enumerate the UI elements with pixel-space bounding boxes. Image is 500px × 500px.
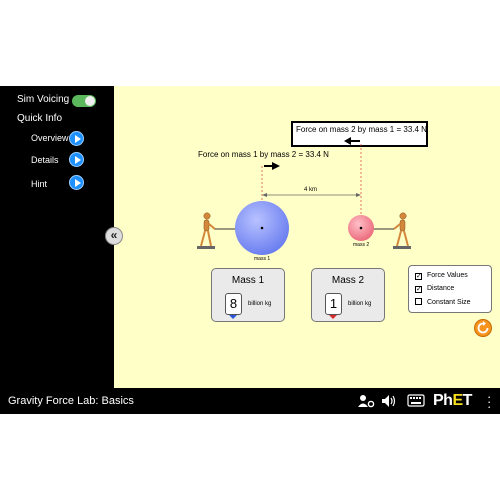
mass2-center-dot [359, 226, 363, 230]
mass1-label: mass 1 [254, 256, 271, 262]
mass2-decrement-arrow[interactable] [329, 315, 337, 319]
play-area: Force on mass 2 by mass 1 = 33.4 N Force… [114, 86, 500, 388]
distance-checkbox[interactable]: ✓ [415, 286, 422, 293]
right-puller-figure[interactable] [393, 212, 409, 247]
sim-voicing-label: Sim Voicing [17, 94, 70, 105]
sim-window: Sim Voicing Quick Info Overview Details … [0, 86, 500, 414]
distance-checkbox-row[interactable]: ✓ Distance [415, 285, 454, 293]
force-arrow-mass1-head [272, 162, 280, 170]
quick-info-heading: Quick Info [17, 113, 63, 124]
mass1-decrement-arrow[interactable] [229, 315, 237, 319]
left-puller-base [197, 246, 215, 249]
distance-arrow-left [262, 193, 267, 197]
mass1-control-panel: Mass 1 8 billion kg [211, 268, 285, 322]
constant-size-checkbox-row[interactable]: Constant Size [415, 298, 471, 306]
options-panel: ✓ Force Values ✓ Distance Constant Size [408, 265, 492, 313]
scene-svg [197, 121, 428, 255]
phet-menu-icon[interactable]: ··· [487, 389, 492, 414]
mass2-spinner-arrows [329, 294, 337, 319]
preferences-sidebar: Sim Voicing Quick Info Overview Details … [0, 86, 114, 388]
distance-checkbox-label: Distance [427, 285, 455, 292]
constant-size-label: Constant Size [427, 299, 471, 306]
force-on-mass1-text: Force on mass 1 by mass 2 = 33.4 N [198, 150, 329, 159]
details-label: Details [31, 155, 59, 165]
toggle-knob [85, 96, 95, 106]
force-values-checkbox-row[interactable]: ✓ Force Values [415, 272, 468, 280]
mass1-spinner-arrows [229, 294, 237, 319]
mass2-control-panel: Mass 2 1 billion kg [311, 268, 385, 322]
reset-icon [477, 321, 489, 334]
constant-size-checkbox[interactable] [415, 298, 422, 305]
phet-logo[interactable]: PhET [433, 392, 472, 409]
reset-all-button[interactable] [474, 319, 492, 337]
force-on-mass2-text: Force on mass 2 by mass 1 = 33.4 N [296, 125, 427, 134]
hint-label: Hint [31, 179, 48, 189]
distance-arrow-right [356, 193, 361, 197]
distance-label: 4 km [304, 187, 318, 193]
overview-label: Overview [31, 133, 69, 143]
mass1-center-dot [260, 226, 264, 230]
navigation-bar: Gravity Force Lab: Basics PhET ··· [0, 388, 500, 414]
mass1-value[interactable]: 8 [225, 293, 242, 315]
mass1-unit: billion kg [248, 301, 272, 307]
sim-voicing-toggle[interactable] [72, 95, 96, 107]
audio-icon[interactable] [381, 393, 399, 409]
details-play-button[interactable] [69, 152, 84, 167]
mass2-unit: billion kg [348, 301, 372, 307]
left-puller-figure[interactable] [200, 212, 216, 247]
mass2-value[interactable]: 1 [325, 293, 342, 315]
user-settings-icon[interactable] [357, 393, 375, 409]
keyboard-icon[interactable] [407, 394, 425, 408]
force-values-label: Force Values [427, 272, 468, 279]
force-values-checkbox[interactable]: ✓ [415, 273, 422, 280]
mass2-label: mass 2 [353, 242, 370, 248]
overview-play-button[interactable] [69, 131, 84, 146]
sim-title: Gravity Force Lab: Basics [8, 395, 134, 407]
right-puller-base [393, 246, 411, 249]
mass1-control-title: Mass 1 [231, 275, 265, 286]
mass2-control-title: Mass 2 [331, 275, 365, 286]
hint-play-button[interactable] [69, 175, 84, 190]
force-arrow-mass2-head [344, 137, 351, 145]
collapse-sidebar-button[interactable]: « [105, 227, 123, 245]
